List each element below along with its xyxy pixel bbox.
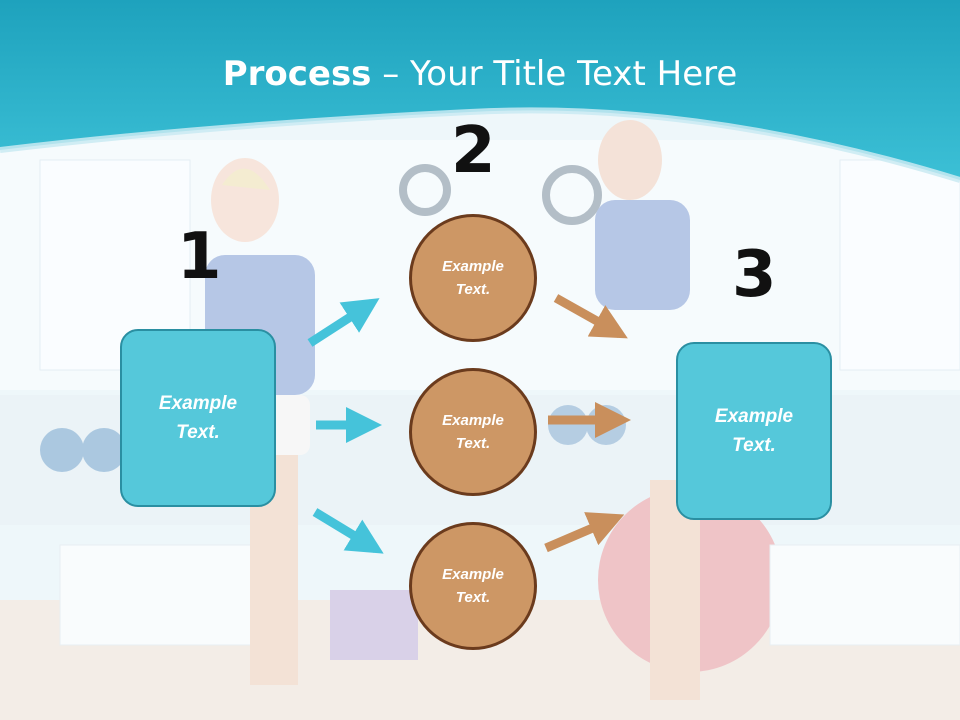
step-number-2: 2 — [451, 114, 496, 188]
process-circle-top: Example Text. — [409, 214, 537, 342]
slide-title: Process – Your Title Text Here — [0, 52, 960, 96]
input-box-text: Example Text. — [158, 393, 238, 443]
arrow-from-circle-top — [553, 294, 628, 339]
circle-bottom-text: Example Text. — [442, 566, 504, 606]
circle-middle-text: Example Text. — [442, 412, 504, 452]
arrow-to-circle-top — [307, 298, 380, 347]
circle-top-text: Example Text. — [442, 258, 504, 298]
arrow-to-circle-bottom — [312, 508, 384, 554]
title-bold: Process — [222, 54, 372, 94]
step-number-1: 1 — [177, 220, 222, 294]
process-circle-bottom: Example Text. — [409, 522, 537, 650]
output-box-text: Example Text. — [714, 406, 794, 456]
output-box: Example Text. — [676, 342, 832, 520]
process-circle-middle: Example Text. — [409, 368, 537, 496]
title-rest: – Your Title Text Here — [371, 54, 738, 94]
step-number-3: 3 — [732, 238, 777, 312]
arrow-from-circle-bottom — [544, 512, 625, 553]
input-box: Example Text. — [120, 329, 276, 507]
